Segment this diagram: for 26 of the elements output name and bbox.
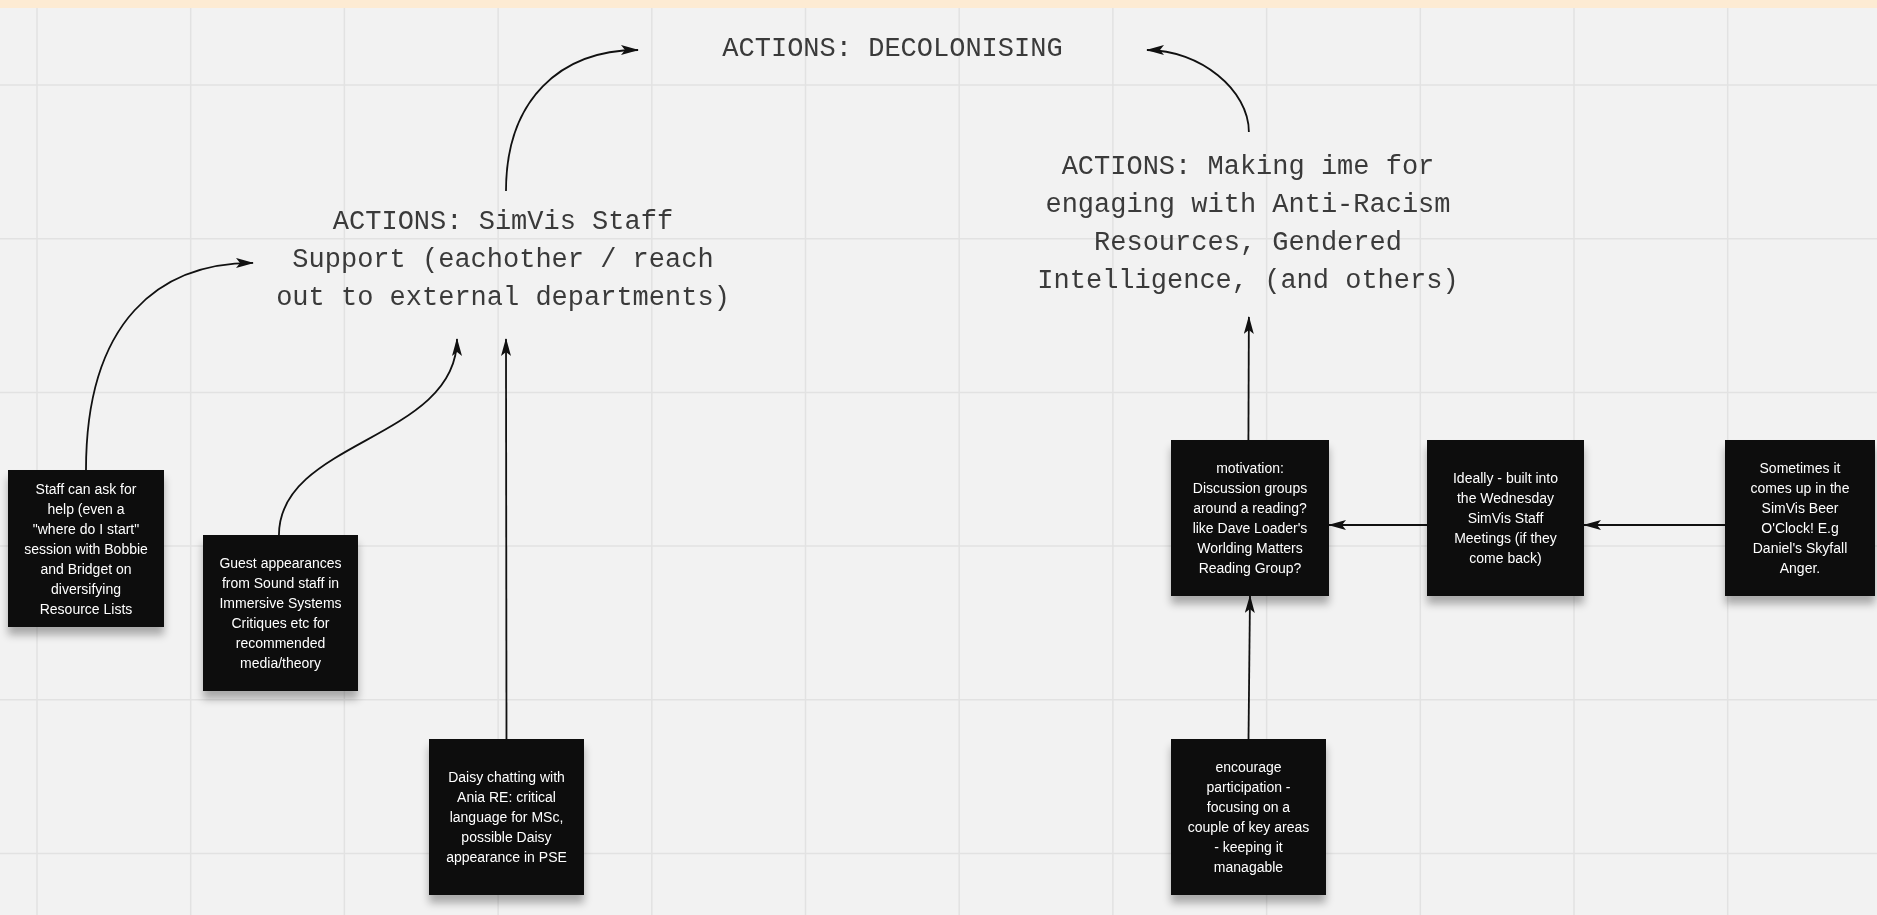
note-text: Daisy chatting with Ania RE: critical language for MSc, possible Daisy appearance in PSE (445, 768, 568, 867)
note-text: motivation: Discussion groups around a reading? like Dave Loader's Worlding Matters Reading Group? (1191, 459, 1309, 578)
arrow (505, 45, 639, 192)
arrow (1328, 520, 1428, 530)
note-text: encourage participation - focusing on a couple of key areas - keeping it managable (1187, 758, 1310, 877)
arrow (1146, 46, 1250, 133)
heading-text: ACTIONS: SimVis Staff Support (eachother / reach out to external departments) (275, 206, 731, 315)
heading-text: ACTIONS: Making ime for engaging with Anti-Racism Resources, Gendered Intelligence, (and others) (1036, 151, 1460, 298)
note-text: Guest appearances from Sound staff in Immersive Systems Critiques etc for recommended media/theory (219, 554, 342, 673)
note-text: Staff can ask for help (even a "where do I start" session with Bobbie and Bridget on diversifying Resource Lists (24, 479, 148, 619)
arrow (1244, 595, 1255, 740)
arrow (1243, 316, 1254, 441)
heading-text: ACTIONS: DECOLONISING (722, 33, 1063, 66)
sticky-note (203, 535, 358, 691)
note-text: Ideally - built into the Wednesday SimVis Staff Meetings (if they come back) (1451, 469, 1560, 568)
arrow (501, 338, 511, 740)
sticky-note (1427, 440, 1584, 596)
sticky-note (8, 470, 164, 627)
sticky-note (1171, 440, 1329, 596)
arrow (85, 258, 254, 471)
sticky-note (429, 739, 584, 895)
sticky-note (1171, 739, 1326, 895)
arrow (278, 338, 460, 536)
arrow (1583, 520, 1726, 530)
note-text: Sometimes it comes up in the SimVis Beer O'Clock! E.g Daniel's Skyfall Anger. (1749, 459, 1851, 578)
sticky-note (1725, 440, 1875, 596)
